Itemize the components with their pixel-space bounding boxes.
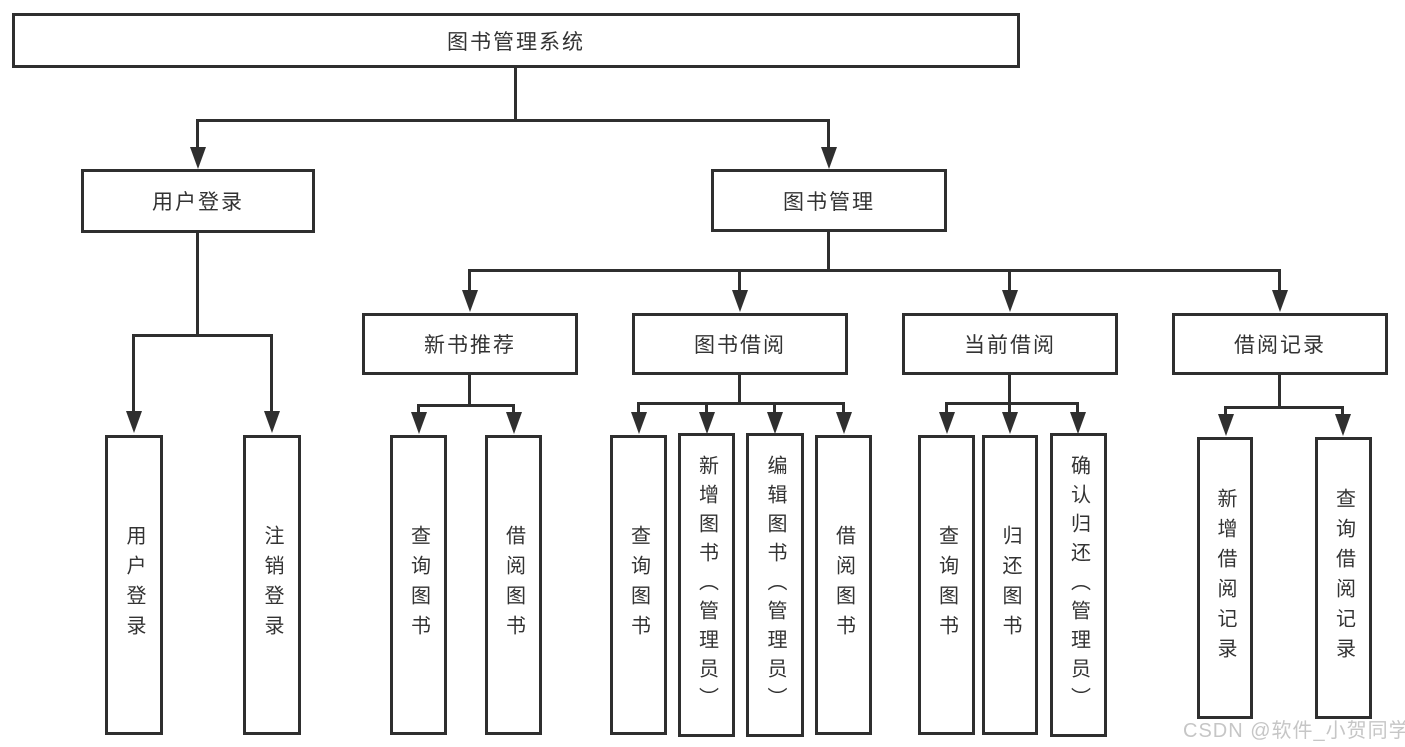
node-new-book-recommendation: 新书推荐: [362, 313, 578, 375]
connector-line: [773, 402, 776, 412]
connector-line: [417, 404, 420, 414]
arrowhead-down-icon: [264, 411, 280, 433]
connector-line: [270, 334, 273, 412]
arrowhead-down-icon: [190, 147, 206, 169]
arrowhead-down-icon: [1218, 414, 1234, 436]
node-book-management: 图书管理: [711, 169, 947, 232]
connector-line: [417, 404, 515, 407]
watermark: CSDN @软件_小贺同学: [1183, 720, 1405, 742]
arrowhead-down-icon: [411, 412, 427, 434]
arrowhead-down-icon: [462, 290, 478, 312]
node-label: 编辑图书（管理员）: [764, 454, 786, 716]
connector-line: [196, 119, 830, 122]
node-borrowing-records: 借阅记录: [1172, 313, 1388, 375]
connector-line: [1008, 375, 1011, 404]
arrowhead-down-icon: [821, 147, 837, 169]
connector-line: [1076, 402, 1079, 412]
node-label: 新增借阅记录: [1214, 488, 1236, 668]
connector-line: [827, 119, 830, 149]
connector-line: [945, 402, 948, 412]
connector-line: [196, 119, 199, 149]
arrowhead-down-icon: [699, 412, 715, 434]
node-label: 查询图书: [627, 525, 650, 645]
connector-line: [827, 232, 830, 272]
arrowhead-down-icon: [836, 412, 852, 434]
arrowhead-down-icon: [1002, 412, 1018, 434]
node-label: 查询图书: [935, 525, 958, 645]
connector-line: [738, 269, 741, 291]
connector-line: [1224, 406, 1344, 409]
node-user-login: 用户登录: [81, 169, 315, 233]
node-label: 新书推荐: [424, 334, 516, 357]
node-label: 当前借阅: [964, 334, 1056, 357]
node-label: 查询借阅记录: [1332, 488, 1355, 668]
arrowhead-down-icon: [732, 290, 748, 312]
leaf-edit-book-admin: 编辑图书（管理员）: [746, 433, 804, 737]
connector-line: [945, 402, 1079, 405]
node-label: 图书管理: [783, 190, 875, 214]
connector-line: [468, 375, 471, 406]
connector-line: [637, 402, 640, 412]
node-label: 归还图书: [999, 525, 1021, 645]
connector-line: [705, 402, 708, 412]
leaf-query-books-recommend: 查询图书: [390, 435, 447, 735]
leaf-return-books: 归还图书: [982, 435, 1038, 735]
node-label: 图书借阅: [694, 334, 786, 357]
connector-line: [1008, 269, 1011, 291]
connector-line: [1278, 375, 1281, 409]
connector-line: [512, 404, 515, 414]
node-label: 借阅记录: [1234, 334, 1326, 357]
leaf-confirm-return-admin: 确认归还（管理员）: [1050, 433, 1107, 737]
arrowhead-down-icon: [1272, 290, 1288, 312]
leaf-query-borrow-record: 查询借阅记录: [1315, 437, 1372, 719]
arrowhead-down-icon: [939, 412, 955, 434]
arrowhead-down-icon: [126, 411, 142, 433]
connector-line: [132, 334, 135, 412]
connector-line: [842, 402, 845, 412]
node-label: 查询图书: [407, 525, 430, 645]
node-label: 新增图书（管理员）: [695, 454, 718, 716]
arrowhead-down-icon: [1335, 414, 1351, 436]
leaf-add-borrow-record: 新增借阅记录: [1197, 437, 1253, 719]
node-root-system: 图书管理系统: [12, 13, 1020, 68]
connector-line: [468, 269, 471, 291]
connector-line: [132, 334, 273, 337]
node-label: 注销登录: [261, 525, 283, 645]
node-label: 借阅图书: [832, 525, 855, 645]
leaf-query-books-borrowing: 查询图书: [610, 435, 667, 735]
connector-line: [1008, 402, 1011, 412]
arrowhead-down-icon: [1002, 290, 1018, 312]
connector-line: [1278, 269, 1281, 291]
node-label: 用户登录: [123, 525, 145, 645]
leaf-logout: 注销登录: [243, 435, 301, 735]
connector-line: [468, 269, 1281, 272]
node-label: 借阅图书: [502, 525, 525, 645]
arrowhead-down-icon: [631, 412, 647, 434]
leaf-add-book-admin: 新增图书（管理员）: [678, 433, 735, 737]
node-book-borrowing: 图书借阅: [632, 313, 848, 375]
node-label: 图书管理系统: [447, 30, 585, 54]
leaf-borrow-books: 借阅图书: [815, 435, 872, 735]
connector-line: [1341, 406, 1344, 416]
connector-line: [514, 68, 517, 120]
connector-line: [738, 375, 741, 404]
arrowhead-down-icon: [506, 412, 522, 434]
node-label: 用户登录: [152, 191, 244, 214]
leaf-query-books-current: 查询图书: [918, 435, 975, 735]
connector-line: [637, 402, 845, 405]
leaf-user-login: 用户登录: [105, 435, 163, 735]
node-current-borrowing: 当前借阅: [902, 313, 1118, 375]
leaf-borrow-books-recommend: 借阅图书: [485, 435, 542, 735]
arrowhead-down-icon: [767, 412, 783, 434]
arrowhead-down-icon: [1070, 412, 1086, 434]
node-label: 确认归还（管理员）: [1067, 454, 1090, 716]
connector-line: [1224, 406, 1227, 416]
connector-line: [196, 233, 199, 335]
